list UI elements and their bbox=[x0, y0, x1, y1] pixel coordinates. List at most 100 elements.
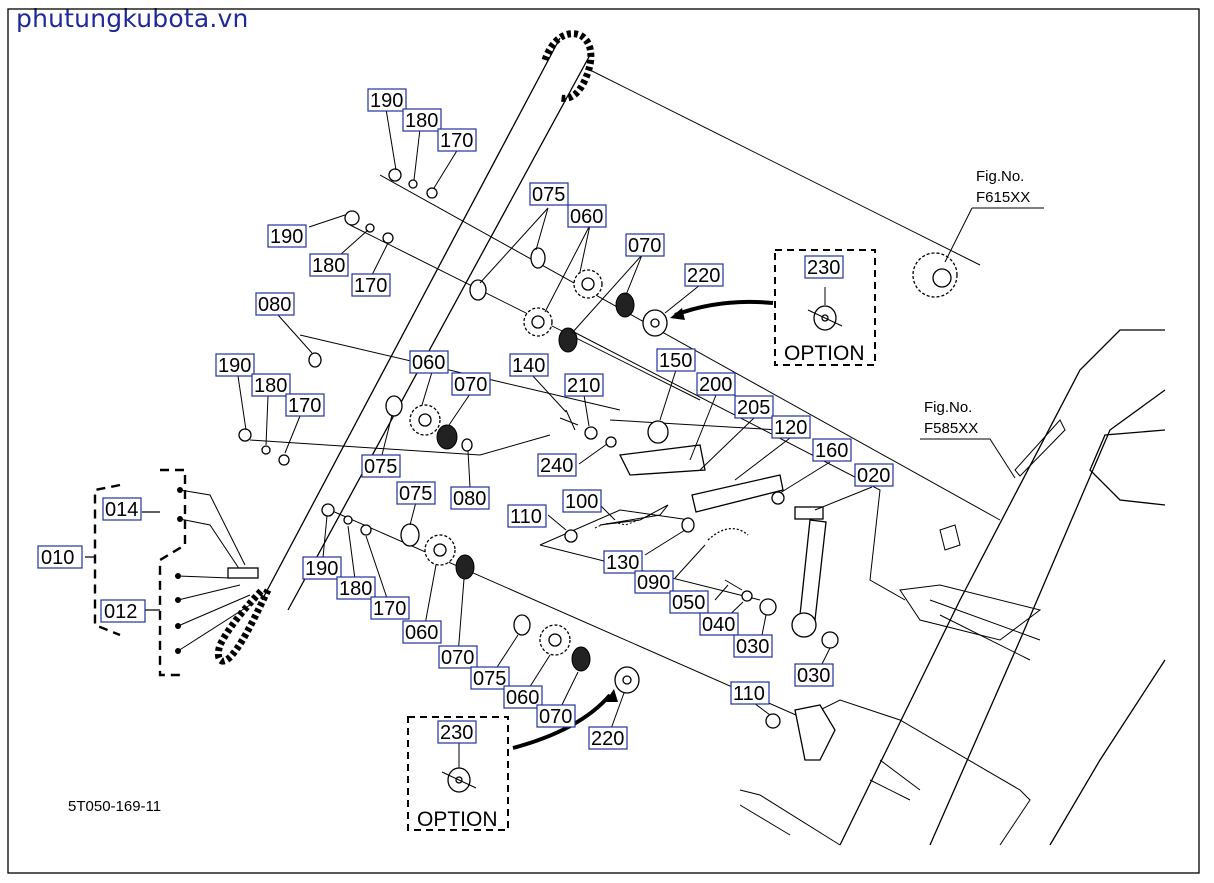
fig-ref-number: F585XX bbox=[924, 420, 978, 437]
label-120: 120 bbox=[771, 415, 811, 439]
svg-text:012: 012 bbox=[104, 601, 137, 623]
svg-text:060: 060 bbox=[405, 622, 438, 644]
label-012: 012 bbox=[100, 599, 146, 623]
label-060: 060 bbox=[503, 685, 543, 709]
drawing-number: 5T050-169-11 bbox=[68, 798, 161, 815]
label-150: 150 bbox=[656, 348, 696, 372]
option-label-lower: OPTION bbox=[417, 808, 498, 831]
option-box-lower bbox=[407, 716, 509, 831]
svg-text:075: 075 bbox=[473, 668, 506, 690]
label-170: 170 bbox=[285, 393, 325, 417]
svg-text:220: 220 bbox=[591, 728, 624, 750]
svg-text:190: 190 bbox=[305, 558, 338, 580]
fig-ref-number: F615XX bbox=[976, 189, 1030, 206]
label-030: 030 bbox=[733, 634, 773, 658]
svg-text:180: 180 bbox=[312, 255, 345, 277]
arm-housing bbox=[739, 329, 1166, 846]
svg-text:050: 050 bbox=[672, 592, 705, 614]
svg-text:100: 100 bbox=[565, 491, 598, 513]
label-170: 170 bbox=[351, 273, 391, 297]
label-090: 090 bbox=[634, 570, 674, 594]
axis-lines bbox=[249, 69, 1001, 731]
svg-text:060: 060 bbox=[506, 687, 539, 709]
label-080: 080 bbox=[255, 292, 295, 316]
label-200: 200 bbox=[696, 372, 736, 396]
svg-text:205: 205 bbox=[737, 397, 770, 419]
svg-text:070: 070 bbox=[628, 235, 661, 257]
svg-text:190: 190 bbox=[218, 355, 251, 377]
svg-text:220: 220 bbox=[687, 265, 720, 287]
svg-text:080: 080 bbox=[258, 294, 291, 316]
svg-text:180: 180 bbox=[339, 578, 372, 600]
label-180: 180 bbox=[336, 576, 376, 600]
svg-text:020: 020 bbox=[857, 465, 890, 487]
label-040: 040 bbox=[699, 612, 739, 636]
svg-text:180: 180 bbox=[405, 110, 438, 132]
svg-text:070: 070 bbox=[441, 647, 474, 669]
svg-text:140: 140 bbox=[512, 355, 545, 377]
label-220: 220 bbox=[588, 726, 628, 750]
svg-text:075: 075 bbox=[532, 184, 565, 206]
label-075: 075 bbox=[529, 182, 569, 206]
svg-text:200: 200 bbox=[699, 374, 732, 396]
label-230: 230 bbox=[804, 255, 844, 279]
drive-chain bbox=[214, 30, 595, 665]
label-190: 190 bbox=[267, 224, 307, 248]
label-180: 180 bbox=[402, 108, 442, 132]
label-080: 080 bbox=[450, 486, 490, 510]
top-shaft-parts bbox=[344, 168, 668, 353]
label-010: 010 bbox=[37, 545, 83, 569]
svg-text:170: 170 bbox=[440, 130, 473, 152]
svg-text:110: 110 bbox=[510, 506, 542, 528]
lower-shaft-parts bbox=[321, 503, 836, 761]
svg-text:130: 130 bbox=[606, 552, 639, 574]
label-230: 230 bbox=[437, 720, 477, 744]
label-070: 070 bbox=[451, 372, 491, 396]
middle-shaft-parts bbox=[238, 352, 839, 649]
drawing-frame bbox=[7, 8, 1200, 874]
svg-text:170: 170 bbox=[354, 275, 387, 297]
label-070: 070 bbox=[625, 233, 665, 257]
sprocket-f615 bbox=[912, 252, 958, 298]
label-060: 060 bbox=[402, 620, 442, 644]
label-075: 075 bbox=[470, 666, 510, 690]
svg-text:190: 190 bbox=[270, 226, 303, 248]
label-014: 014 bbox=[102, 497, 142, 521]
fig-ref-f585: Fig.No. F585XX bbox=[920, 399, 1016, 479]
svg-text:070: 070 bbox=[539, 706, 572, 728]
label-140: 140 bbox=[509, 353, 549, 377]
svg-text:070: 070 bbox=[454, 374, 487, 396]
label-110: 110 bbox=[507, 504, 547, 528]
label-180: 180 bbox=[251, 373, 291, 397]
svg-text:075: 075 bbox=[364, 456, 397, 478]
svg-text:080: 080 bbox=[453, 488, 486, 510]
label-075: 075 bbox=[396, 481, 436, 505]
label-060: 060 bbox=[567, 204, 607, 228]
svg-text:120: 120 bbox=[774, 417, 807, 439]
svg-text:150: 150 bbox=[659, 350, 692, 372]
svg-text:170: 170 bbox=[288, 395, 321, 417]
svg-text:010: 010 bbox=[41, 547, 74, 569]
svg-text:090: 090 bbox=[637, 572, 670, 594]
label-190: 190 bbox=[302, 556, 342, 580]
label-190: 190 bbox=[215, 353, 255, 377]
label-190: 190 bbox=[367, 88, 407, 112]
label-180: 180 bbox=[309, 253, 349, 277]
label-130: 130 bbox=[603, 550, 643, 574]
svg-text:075: 075 bbox=[399, 483, 432, 505]
label-070: 070 bbox=[438, 645, 478, 669]
label-160: 160 bbox=[812, 438, 852, 462]
svg-text:190: 190 bbox=[370, 90, 403, 112]
label-075: 075 bbox=[361, 454, 401, 478]
svg-text:230: 230 bbox=[807, 257, 840, 279]
option-arrow-upper bbox=[674, 299, 774, 317]
option-label-upper: OPTION bbox=[784, 342, 865, 365]
label-210: 210 bbox=[564, 373, 604, 397]
svg-text:240: 240 bbox=[540, 455, 573, 477]
svg-text:060: 060 bbox=[412, 352, 445, 374]
label-050: 050 bbox=[669, 590, 709, 614]
label-060: 060 bbox=[409, 350, 449, 374]
label-170: 170 bbox=[370, 596, 410, 620]
svg-text:230: 230 bbox=[440, 722, 473, 744]
